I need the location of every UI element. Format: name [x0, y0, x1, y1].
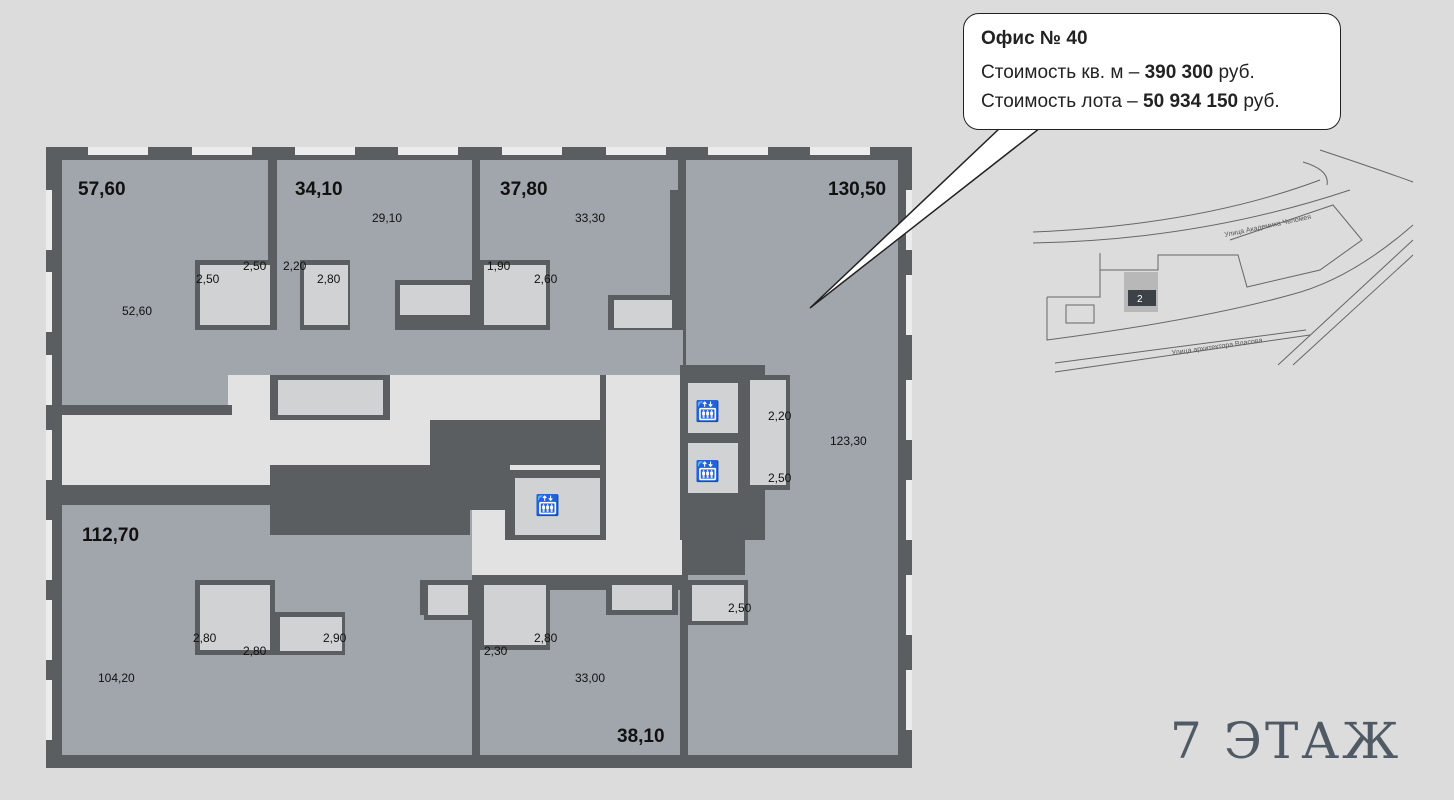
- currency: руб.: [1218, 62, 1255, 83]
- room-area-label: 2,90: [323, 631, 347, 645]
- lot-price: Стоимость лота – 50 934 150 руб.: [981, 87, 1340, 116]
- room-area-label: 2,20: [768, 409, 792, 423]
- elevator-icon: 🛗: [695, 459, 720, 483]
- price-per-sqm: Стоимость кв. м – 390 300 руб.: [981, 58, 1340, 87]
- office-area-label: 38,10: [617, 726, 665, 747]
- room-area-label: 52,60: [122, 304, 152, 318]
- room-area-label: 2,30: [484, 644, 508, 658]
- price-per-sqm-value: 390 300: [1144, 62, 1214, 83]
- room-area-label: 33,00: [575, 671, 605, 685]
- office-area-label: 57,60: [78, 179, 126, 200]
- elevator-icon: 🛗: [695, 399, 720, 423]
- office-area-label: 37,80: [500, 179, 548, 200]
- office-tooltip: Офис № 40 Стоимость кв. м – 390 300 руб.…: [963, 13, 1341, 130]
- room-area-label: 2,20: [283, 259, 307, 273]
- lot-price-label: Стоимость лота –: [981, 91, 1138, 112]
- room-area-label: 2,80: [243, 644, 267, 658]
- location-minimap: [1032, 149, 1414, 373]
- room-area-label: 2,50: [243, 259, 267, 273]
- street-label: Улица Академика Челомея: [1224, 214, 1312, 239]
- currency: руб.: [1243, 91, 1280, 112]
- office-57-60[interactable]: [62, 160, 268, 405]
- corridor: [228, 330, 683, 375]
- price-per-sqm-label: Стоимость кв. м –: [981, 62, 1140, 83]
- room-area-label: 2,60: [534, 272, 558, 286]
- room-area-label: 29,10: [372, 211, 402, 225]
- lot-price-value: 50 934 150: [1143, 91, 1239, 112]
- building-marker[interactable]: [1128, 290, 1156, 306]
- floor-label: 7 ЭТАЖ: [1170, 712, 1402, 770]
- street-label: Улица архитектора Власова: [1171, 337, 1263, 357]
- room-area-label: 2,80: [317, 272, 341, 286]
- room-area-label: 2,50: [728, 601, 752, 615]
- office-area-label: 112,70: [82, 525, 139, 546]
- room-area-label: 2,50: [768, 471, 792, 485]
- room-area-label: 123,30: [830, 434, 867, 448]
- room-area-label: 2,50: [196, 272, 220, 286]
- room-area-label: 2,80: [534, 631, 558, 645]
- office-area-label: 34,10: [295, 179, 343, 200]
- freight-elevator-icon: 🛗: [535, 493, 560, 517]
- building-number: 2: [1137, 294, 1143, 305]
- room-area-label: 33,30: [575, 211, 605, 225]
- windows: [46, 147, 912, 740]
- office-title: Офис № 40: [981, 28, 1088, 49]
- room-area-label: 1,90: [487, 259, 511, 273]
- room-area-label: 104,20: [98, 671, 135, 685]
- room-area-label: 2,80: [193, 631, 217, 645]
- office-area-label: 130,50: [828, 179, 886, 200]
